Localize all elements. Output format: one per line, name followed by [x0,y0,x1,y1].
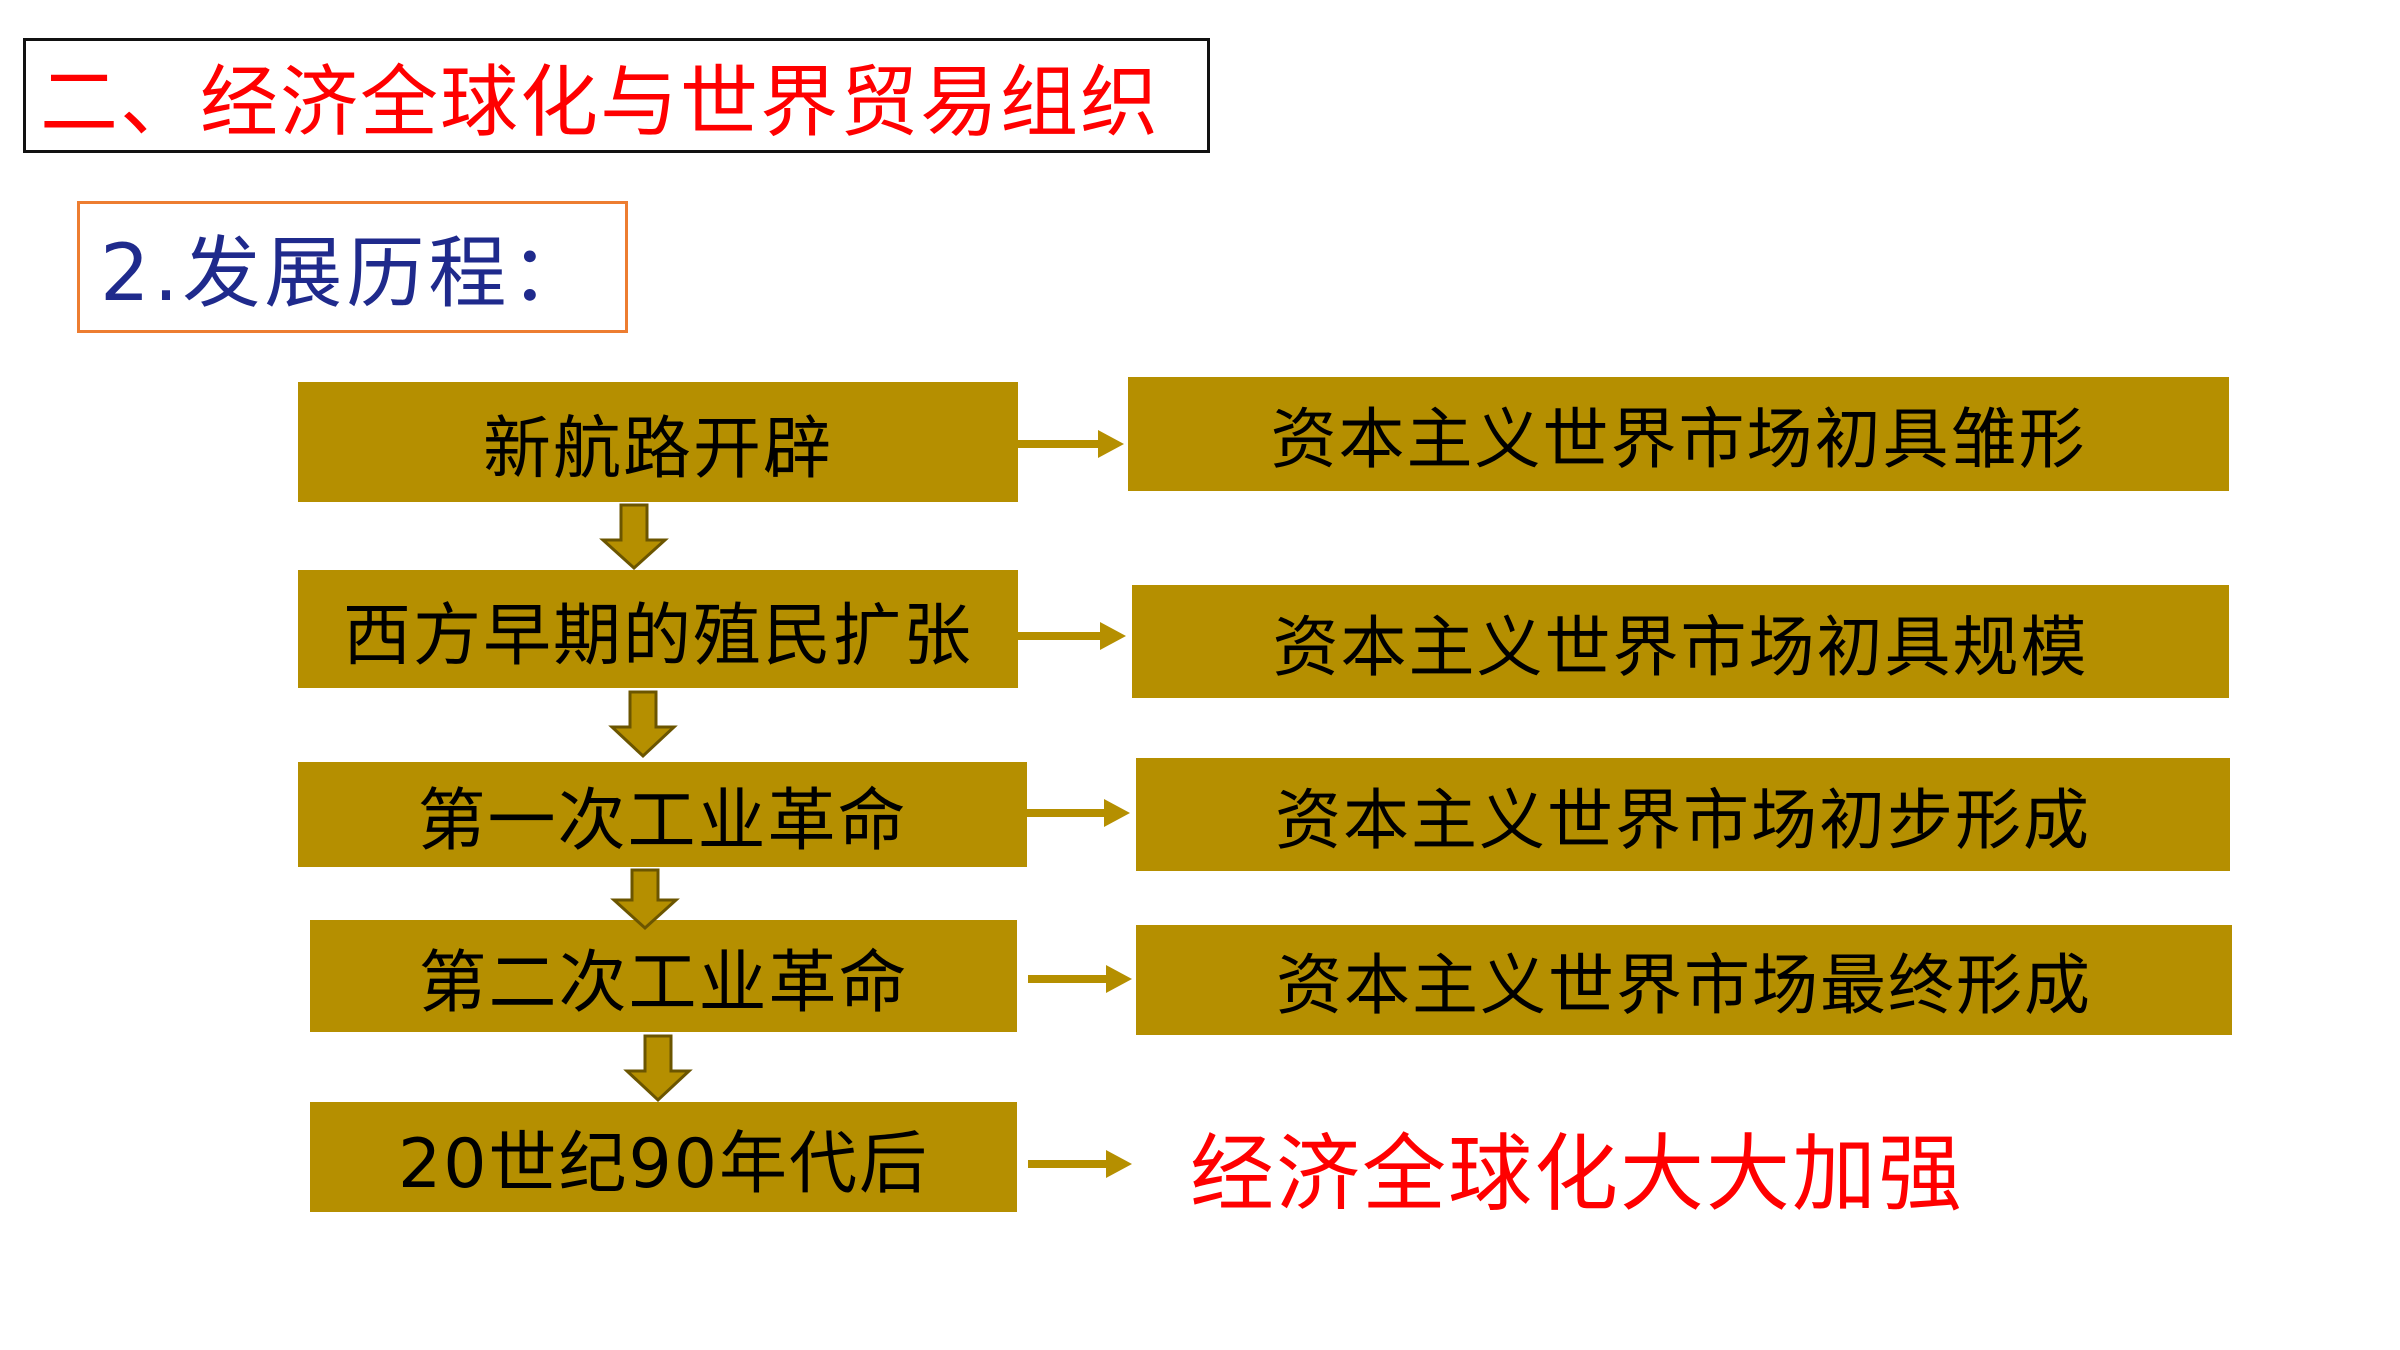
arrow-down-2 [608,690,678,759]
arrow-right-3 [1027,799,1130,827]
subtitle-development-history: 2.发展历程： [77,201,628,333]
stage-box-after-1990s: 20世纪90年代后 [310,1102,1017,1212]
arrow-right-2 [1018,622,1126,650]
arrow-down-1 [599,503,669,571]
outcome-box-initial-scale: 资本主义世界市场初具规模 [1132,585,2229,698]
outcome-box-finally-formed: 资本主义世界市场最终形成 [1136,925,2232,1035]
arrow-right-1 [1018,430,1124,458]
arrow-down-3 [610,868,680,931]
outcome-box-embryonic: 资本主义世界市场初具雏形 [1128,377,2229,491]
outcome-box-initially-formed: 资本主义世界市场初步形成 [1136,758,2230,871]
arrow-right-4 [1028,965,1132,993]
stage-box-first-industrial-revolution: 第一次工业革命 [298,762,1027,867]
stage-box-new-sea-routes: 新航路开辟 [298,382,1018,502]
stage-box-second-industrial-revolution: 第二次工业革命 [310,920,1017,1032]
stage-box-colonial-expansion: 西方早期的殖民扩张 [298,570,1018,688]
horizontal-arrows [1018,430,1132,1178]
section-title: 二、经济全球化与世界贸易组织 [23,38,1210,153]
arrow-right-5 [1028,1150,1132,1178]
outcome-text-globalization-strengthened: 经济全球化大大加强 [1190,1124,1965,1223]
vertical-arrows [599,503,693,1103]
arrow-down-4 [623,1034,693,1103]
